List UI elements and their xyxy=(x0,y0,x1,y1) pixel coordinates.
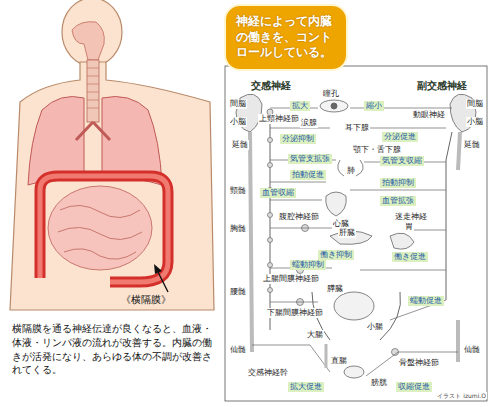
effect-label: 蠕動促進 xyxy=(408,296,444,306)
part-label: 上腸間膜神経節 xyxy=(262,274,320,284)
part-label: 交感神経幹 xyxy=(247,368,289,378)
part-label: 迷走神経 xyxy=(394,212,428,222)
part-label: 瞳孔 xyxy=(322,89,340,99)
effect-label: 分泌促進 xyxy=(382,132,418,142)
part-label: 骨盤神経節 xyxy=(398,358,440,368)
part-label: 膀胱 xyxy=(370,378,388,388)
effect-label: 働き抑制 xyxy=(318,250,354,260)
effect-label: 気管支拡張 xyxy=(288,154,332,164)
part-label: 胸髄 xyxy=(229,224,247,234)
part-label: 仙髄 xyxy=(229,345,247,355)
effect-label: 血管収縮 xyxy=(260,188,296,198)
part-label: 間脳 xyxy=(466,99,484,109)
part-label: 涙腺 xyxy=(300,118,318,128)
part-label: 副交感神経 xyxy=(416,80,468,92)
part-label: 下腸間膜神経節 xyxy=(266,308,324,318)
part-label: 膵臓 xyxy=(326,284,344,294)
part-label: 小脳 xyxy=(229,117,247,127)
part-label: 間脳 xyxy=(229,99,247,109)
effect-label: 働き促進 xyxy=(392,252,428,262)
effect-label: 拡大 xyxy=(290,101,310,111)
part-label: 《横隔膜》 xyxy=(120,294,172,306)
part-label: 延髄 xyxy=(231,140,249,150)
effect-label: 蠕動抑制 xyxy=(290,260,326,270)
part-label: 動眼神経 xyxy=(412,110,446,120)
effect-label: 気管支収縮 xyxy=(380,156,424,166)
part-label: 交感神経 xyxy=(250,80,292,92)
caption: 横隔膜を通る神経伝達が良くなると、血液・体液・リンパ液の流れが改善する。内臓の働… xyxy=(12,322,212,377)
part-label: 仙髄 xyxy=(463,345,481,355)
part-label: 頸髄 xyxy=(229,186,247,196)
part-label: 肺 xyxy=(346,166,356,176)
part-label: 小脳 xyxy=(466,117,484,127)
effect-label: 縮小 xyxy=(364,101,384,111)
part-label: イラスト izumi.O xyxy=(436,392,487,399)
effect-label: 分泌抑制 xyxy=(280,134,316,144)
body-figure xyxy=(10,0,214,310)
title-bubble: 神経によって内臓の働きを、コントロールしている。 xyxy=(224,4,348,71)
nerve-chart xyxy=(236,94,476,378)
part-label: 小腸 xyxy=(366,322,384,332)
effect-label: 収縮促進 xyxy=(396,382,432,392)
part-label: 延髄 xyxy=(463,140,481,150)
diagram-frame xyxy=(225,66,487,401)
effect-label: 拍動促進 xyxy=(290,170,326,180)
part-label: 肝臓 xyxy=(338,228,356,238)
part-label: 上頸神経節 xyxy=(258,114,300,124)
part-label: 顎下・舌下腺 xyxy=(352,145,402,155)
part-label: 腰髄 xyxy=(229,287,247,297)
part-label: 大腸 xyxy=(306,330,324,340)
part-label: 腹腔神経節 xyxy=(278,212,320,222)
effect-label: 拍動抑制 xyxy=(380,178,416,188)
part-label: 耳下腺 xyxy=(344,123,370,133)
part-label: 直腸 xyxy=(330,356,348,366)
effect-label: 拡大促進 xyxy=(288,382,324,392)
effect-label: 血管拡張 xyxy=(380,196,416,206)
title-text: 神経によって内臓の働きを、コントロールしている。 xyxy=(236,14,336,61)
part-label: 胃 xyxy=(404,222,414,232)
